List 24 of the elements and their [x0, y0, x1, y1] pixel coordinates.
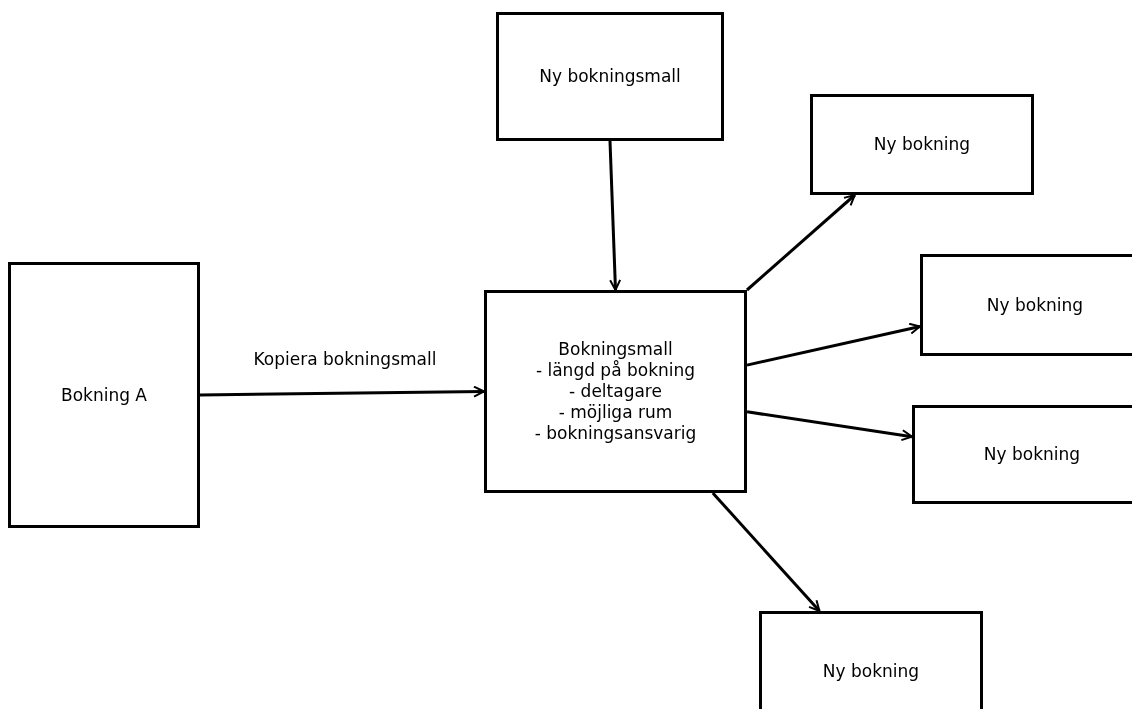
box-text: Ny bokning — [983, 444, 1081, 465]
box-text: - bokningsansvarig — [534, 423, 697, 444]
arrow — [199, 385, 485, 398]
box-text: Ny bokning — [822, 660, 920, 682]
process-box — [920, 254, 1132, 356]
arrow — [608, 140, 622, 291]
box-text: Bokning A — [61, 384, 147, 406]
process-box — [912, 405, 1132, 504]
box-text: Ny bokning — [873, 134, 971, 155]
arrow — [746, 410, 913, 442]
process-box — [496, 12, 724, 141]
process-box — [810, 94, 1034, 195]
process-box — [8, 262, 200, 528]
arrow — [746, 322, 921, 367]
box-text: - möjliga rum — [558, 402, 673, 423]
box-text: Bokningsmall — [558, 339, 673, 360]
arrow — [746, 193, 856, 292]
process-box — [484, 290, 747, 493]
process-box — [759, 611, 983, 709]
box-text: Ny bokningsmall — [539, 66, 681, 87]
box-text: - längd på bokning — [535, 360, 696, 381]
arrow — [711, 492, 821, 612]
box-text: Ny bokning — [986, 294, 1084, 316]
box-text: - deltagare — [569, 381, 662, 402]
